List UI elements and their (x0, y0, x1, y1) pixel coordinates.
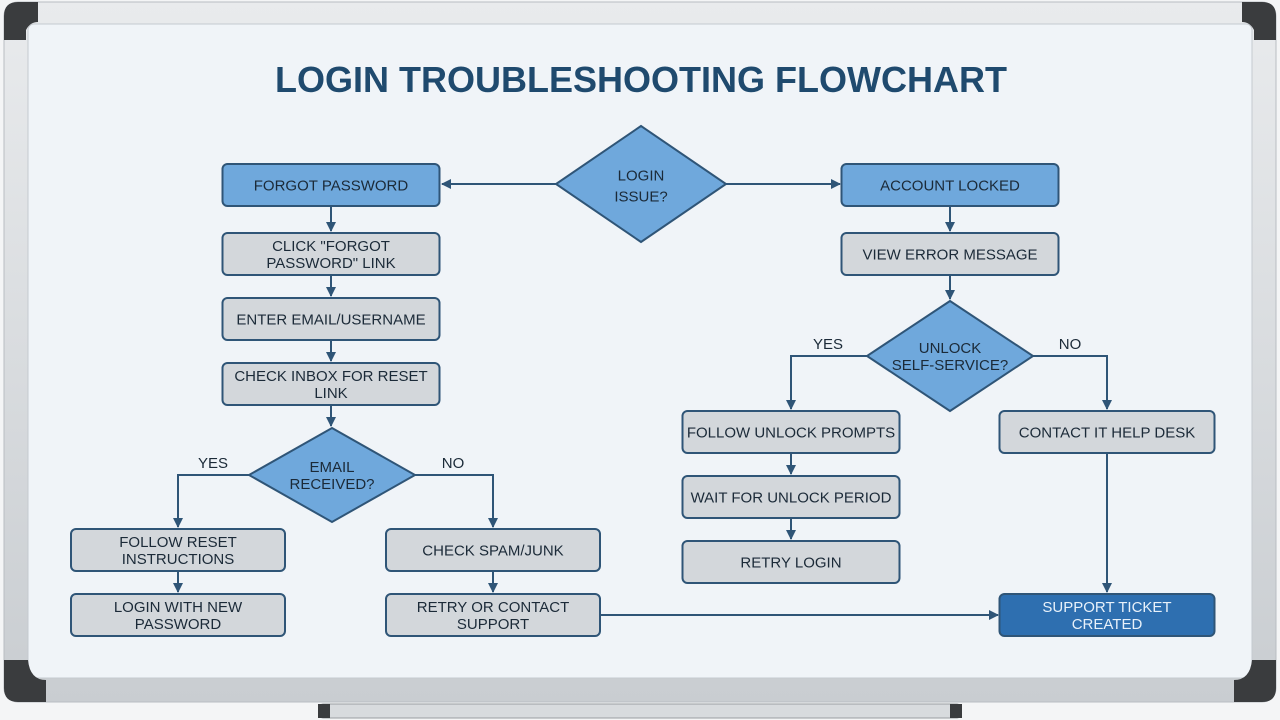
process-box (70, 593, 286, 637)
process-box (681, 410, 901, 454)
node-label: RETRY LOGIN (740, 554, 841, 571)
process-box (221, 163, 441, 207)
node-wait-unlock: WAIT FOR UNLOCK PERIOD (681, 475, 901, 519)
node-account-locked: ACCOUNT LOCKED (840, 163, 1060, 207)
process-box (681, 475, 901, 519)
node-label: RECEIVED? (289, 476, 374, 493)
node-label: CONTACT IT HELP DESK (1019, 424, 1195, 441)
node-label: LINK (314, 385, 347, 402)
email-no-label: NO (442, 455, 465, 472)
node-label: SUPPORT TICKET (1042, 599, 1171, 616)
node-retry-login: RETRY LOGIN (681, 540, 901, 584)
node-follow-unlock: FOLLOW UNLOCK PROMPTS (681, 410, 901, 454)
node-login-issue: LOGIN ISSUE? (554, 124, 728, 244)
node-label: LOGIN (618, 167, 665, 184)
decision-diamond (865, 299, 1035, 413)
process-box (221, 297, 441, 341)
connectors (173, 179, 1112, 620)
process-box (221, 362, 441, 406)
node-label: CHECK INBOX FOR RESET (234, 368, 427, 385)
flowchart-title: LOGIN TROUBLESHOOTING FLOWCHART (275, 59, 1007, 100)
node-label: ACCOUNT LOCKED (880, 177, 1020, 194)
node-label: UNLOCK (919, 340, 982, 357)
node-label: LOGIN WITH NEW (114, 599, 243, 616)
node-label: SUPPORT (457, 616, 529, 633)
email-yes-label: YES (198, 455, 228, 472)
node-enter-email: ENTER EMAIL/USERNAME (221, 297, 441, 341)
process-box (840, 163, 1060, 207)
frame-corner (1234, 660, 1276, 702)
node-label: ISSUE? (614, 188, 667, 205)
process-box (385, 528, 601, 572)
node-label: PASSWORD" LINK (266, 255, 395, 272)
node-label: INSTRUCTIONS (122, 551, 235, 568)
process-box (221, 232, 441, 276)
arrow-connector (1033, 355, 1112, 410)
node-label: RETRY OR CONTACT (417, 599, 570, 616)
decision-diamond (246, 426, 418, 524)
arrow-connector (173, 474, 249, 528)
arrow-connector (786, 355, 867, 410)
node-label: FOLLOW UNLOCK PROMPTS (687, 424, 895, 441)
node-label: PASSWORD (135, 616, 222, 633)
marker-tray (319, 703, 961, 719)
node-label: ENTER EMAIL/USERNAME (236, 311, 425, 328)
decision-diamond (554, 124, 728, 244)
node-label: CREATED (1072, 616, 1143, 633)
node-label: CHECK SPAM/JUNK (422, 542, 563, 559)
process-box (385, 593, 601, 637)
frame-corner (4, 2, 38, 40)
frame-corner (4, 660, 46, 702)
unlock-yes-label: YES (813, 336, 843, 353)
node-label: FORGOT PASSWORD (254, 177, 409, 194)
process-box (70, 528, 286, 572)
node-label: EMAIL (309, 459, 354, 476)
node-label: WAIT FOR UNLOCK PERIOD (691, 489, 892, 506)
process-box (840, 232, 1060, 276)
unlock-no-label: NO (1059, 336, 1082, 353)
frame-corner (1242, 2, 1276, 40)
node-check-spam: CHECK SPAM/JUNK (385, 528, 601, 572)
node-contact-it: CONTACT IT HELP DESK (998, 410, 1216, 454)
process-box (998, 410, 1216, 454)
process-box (681, 540, 901, 584)
node-label: CLICK "FORGOT (272, 238, 390, 255)
branch-labels: YES NO YES NO (198, 336, 1081, 472)
node-label: SELF-SERVICE? (892, 357, 1008, 374)
node-forgot-password: FORGOT PASSWORD (221, 163, 441, 207)
node-label: FOLLOW RESET (119, 534, 237, 551)
node-label: VIEW ERROR MESSAGE (862, 246, 1037, 263)
node-view-error: VIEW ERROR MESSAGE (840, 232, 1060, 276)
arrow-connector (415, 474, 498, 528)
process-box (998, 593, 1216, 637)
